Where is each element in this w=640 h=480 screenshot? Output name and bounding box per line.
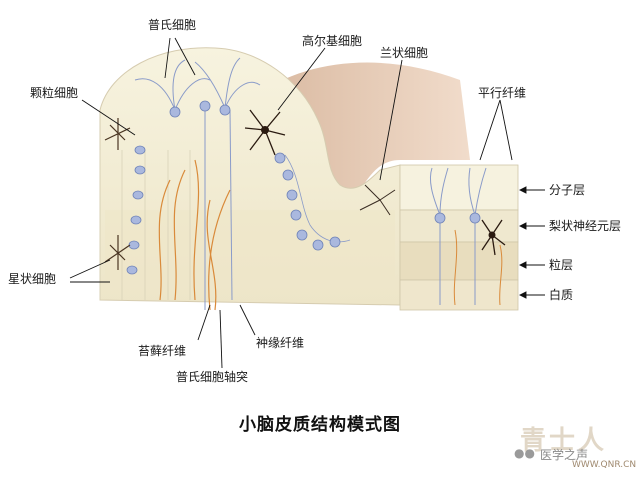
label-purkinje-axon: 普氏细胞轴突 bbox=[176, 370, 249, 384]
label-purkinje-cell: 普氏细胞 bbox=[148, 18, 197, 32]
label-molecular-layer: 分子层 bbox=[549, 183, 586, 197]
label-granule-cell: 颗粒细胞 bbox=[30, 86, 79, 100]
watermark-brand: 青士人 bbox=[520, 426, 608, 456]
label-climbing-fiber: 衶缘纤维 bbox=[256, 336, 305, 350]
granular-band-left bbox=[105, 210, 395, 280]
label-parallel-fiber: 平行纤维 bbox=[478, 86, 527, 100]
label-golgi-cell: 高尔基细胞 bbox=[302, 34, 363, 48]
label-stellate-cell: 星状细胞 bbox=[8, 272, 57, 286]
label-granular-layer: 粒层 bbox=[549, 258, 574, 272]
label-basket-cell: 兰状细胞 bbox=[380, 46, 429, 60]
label-purkinje-layer: 梨状神经元层 bbox=[549, 219, 622, 233]
golgi-cell-shape bbox=[244, 109, 286, 156]
watermark-source: 医学之声 bbox=[540, 448, 589, 462]
label-white-matter: 白质 bbox=[549, 288, 574, 302]
figure-title: 小脑皮质结构模式图 bbox=[239, 415, 401, 435]
white-matter-fold bbox=[250, 62, 470, 194]
molecular-layer-block bbox=[399, 164, 519, 211]
label-mossy-fiber: 苔藓纤维 bbox=[138, 344, 187, 358]
granular-layer-block bbox=[399, 241, 519, 281]
purkinje-layer-block bbox=[399, 209, 519, 243]
white-matter-block bbox=[399, 279, 519, 311]
golgi-cell-right bbox=[481, 219, 506, 256]
wechat-icon: ●● bbox=[514, 446, 535, 460]
watermark-url: WWW.QNR.CN bbox=[572, 460, 637, 470]
